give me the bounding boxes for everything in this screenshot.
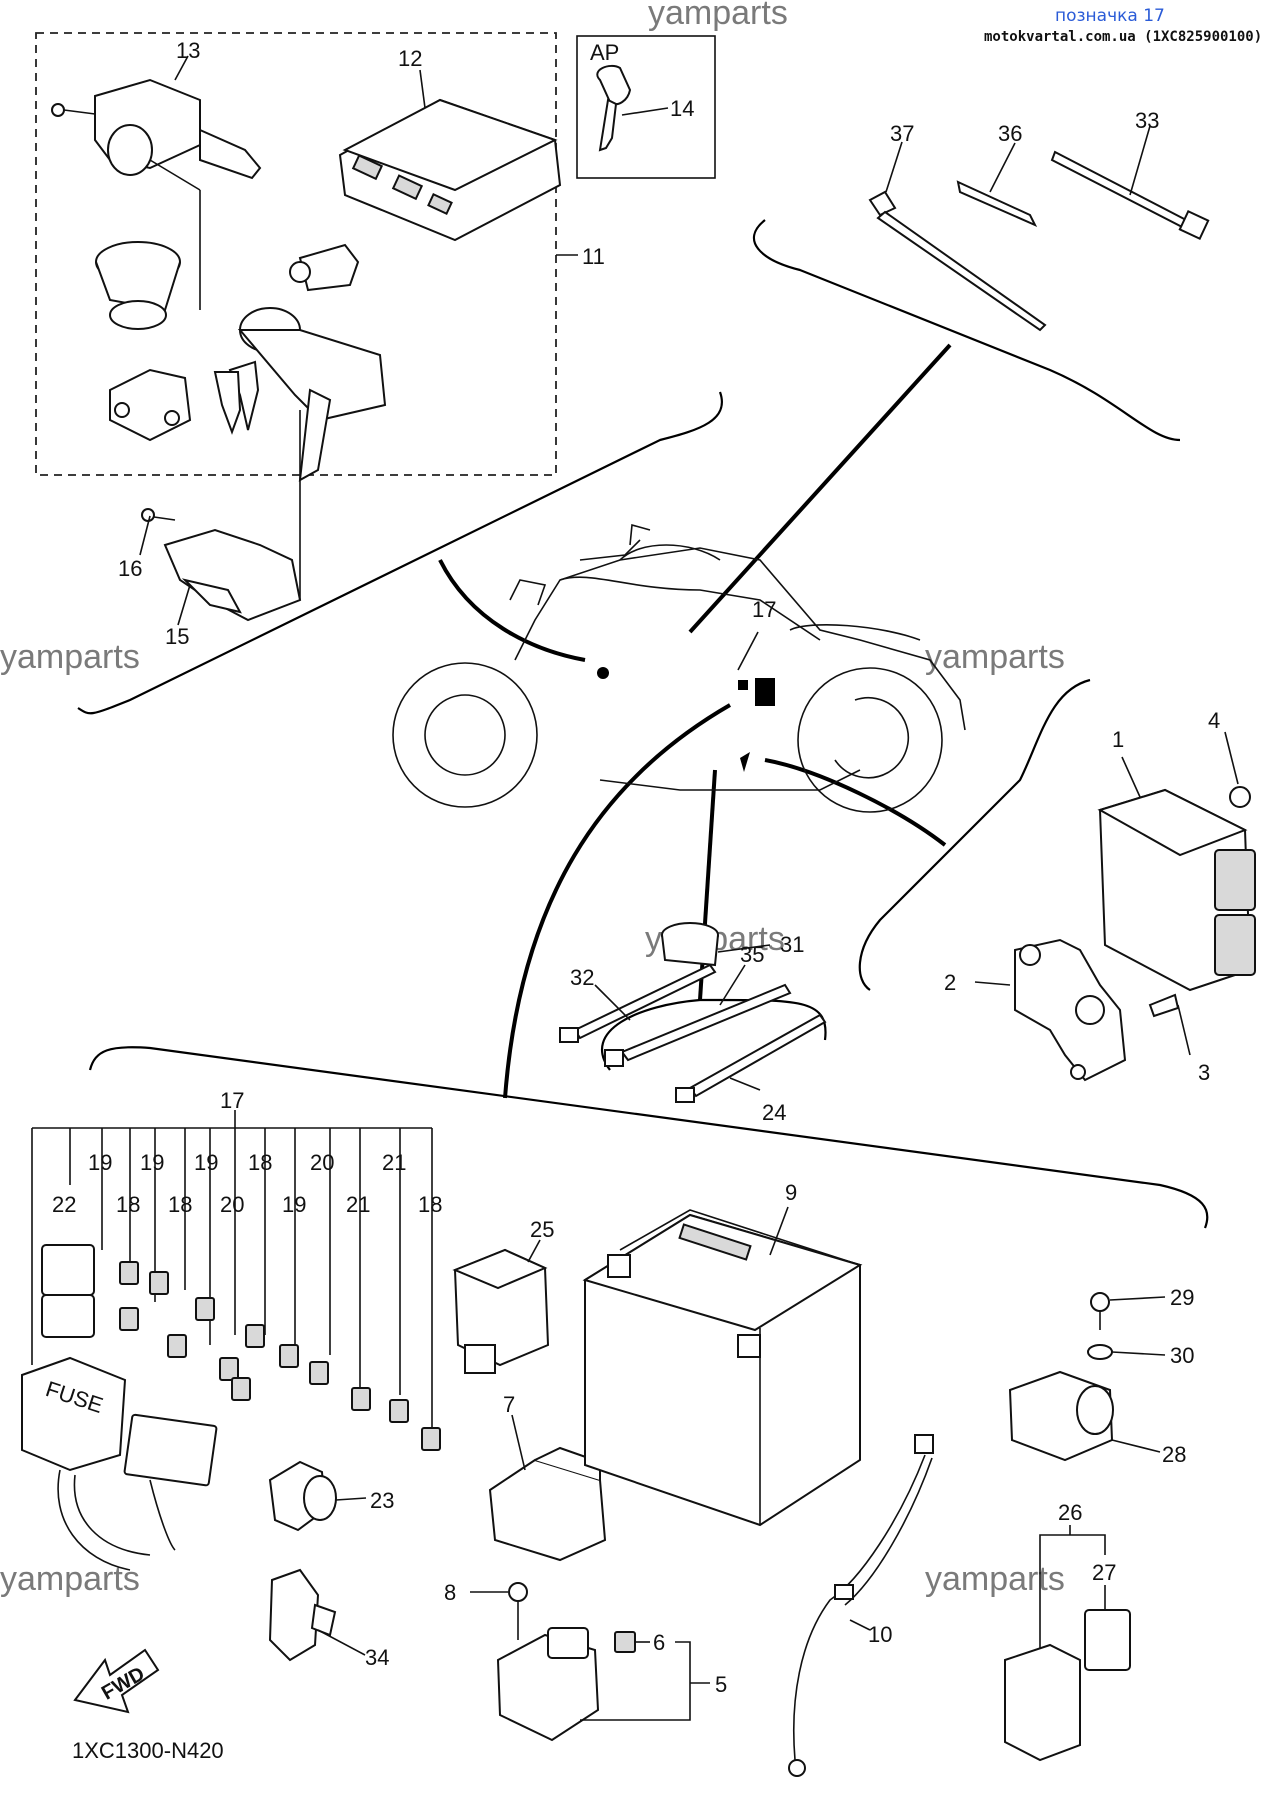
callout-2: 2 [944,970,956,995]
leader-17-top [737,631,759,671]
callout-16: 16 [118,556,142,581]
main-switch-part [213,307,387,600]
cable-ties-top-right [868,125,1210,332]
callout-17-top: 17 [752,597,776,622]
callout-26: 26 [1058,1500,1082,1525]
frame-top-left [77,391,723,715]
battery-cable-part [788,1434,934,1777]
callout-10: 10 [868,1622,892,1647]
fwd-arrow-icon [73,1648,160,1714]
pointer-right [764,758,947,847]
callout-13: 13 [176,38,200,63]
relay-26-27-part [1004,1525,1131,1762]
callout-28: 28 [1162,1442,1186,1467]
lock-bracket-part [109,368,192,442]
callout-11: 11 [582,244,605,269]
callout-29: 29 [1170,1285,1194,1310]
fuse-callout-tree [31,1110,433,1435]
seat-lock-part [289,243,360,292]
pointer-top-left [438,559,586,662]
callout-27: 27 [1092,1560,1116,1585]
starter-relay-part [470,1582,710,1742]
callout-15: 15 [165,624,189,649]
ap-box [576,35,716,179]
callout-20-a: 20 [310,1150,334,1175]
watermark-bottom-left: yamparts [0,1560,140,1598]
callout-6: 6 [653,1630,665,1655]
key-part [596,64,669,152]
ecu-part [338,69,562,242]
callout-4: 4 [1208,708,1220,733]
callout-1: 1 [1112,727,1124,752]
callout-23: 23 [370,1488,394,1513]
starter-relay-cover-part [488,1414,607,1562]
callout-20-b: 20 [220,1192,244,1217]
callout-21-b: 21 [346,1192,370,1217]
callout-14: 14 [670,96,694,121]
callout-9: 9 [785,1180,797,1205]
callout-35: 35 [740,942,764,967]
motorcycle-outline [392,523,966,813]
callout-36: 36 [998,121,1022,146]
rectifier-part [1097,731,1256,992]
ap-label: AP [590,40,619,65]
callout-3: 3 [1198,1060,1210,1085]
frame-bottom [88,1046,1209,1229]
callout-34: 34 [365,1645,389,1670]
watermark-bottom-right: yamparts [925,1560,1065,1598]
header-tag: позначка 17 [1055,6,1165,26]
callout-24: 24 [762,1100,786,1125]
callout-8: 8 [444,1580,456,1605]
pointer-bottom [503,703,732,1099]
callout-12: 12 [398,46,422,71]
callout-7: 7 [503,1392,515,1417]
callout-33: 33 [1135,108,1159,133]
callout-18-c: 18 [168,1192,192,1217]
clamp-34-part [268,1568,366,1662]
callout-25: 25 [530,1217,554,1242]
callout-30: 30 [1170,1343,1194,1368]
rectifier-bracket-part [974,938,1191,1082]
lock-cylinder-part [51,55,262,310]
callout-19-d: 19 [282,1192,306,1217]
pointer-top-right [688,343,952,634]
callout-19-c: 19 [194,1150,218,1175]
group-11-frame [35,32,557,476]
watermark-right: yamparts [925,638,1065,676]
fuse-box-part [21,1244,218,1571]
callout-32: 32 [570,965,594,990]
battery-part [582,1206,863,1527]
callout-5: 5 [715,1672,727,1697]
callout-19-b: 19 [140,1150,164,1175]
watermark-top: yamparts [648,0,788,32]
clamp-23-part [268,1460,367,1532]
callout-37: 37 [890,121,914,146]
cable-ties-middle [559,922,827,1103]
grommet-part [95,241,181,330]
frame-right [858,678,1091,991]
callout-17-bottom: 17 [220,1088,244,1113]
relay-25-part [452,1239,550,1374]
fuses [119,1261,441,1451]
relay-28-part [1008,1292,1166,1462]
callout-21-a: 21 [382,1150,406,1175]
frame-top-right [752,219,1181,442]
callout-22: 22 [52,1192,76,1217]
watermark-left: yamparts [0,638,140,676]
diagram-code: 1XC1300-N420 [72,1738,224,1763]
callout-18-d: 18 [418,1192,442,1217]
callout-18-a: 18 [248,1150,272,1175]
cover-part [139,508,302,626]
callout-18-b: 18 [116,1192,140,1217]
header-site: motokvartal.com.ua (1XC825900100) [984,29,1262,45]
callout-31: 31 [780,932,804,957]
callout-19-a: 19 [88,1150,112,1175]
